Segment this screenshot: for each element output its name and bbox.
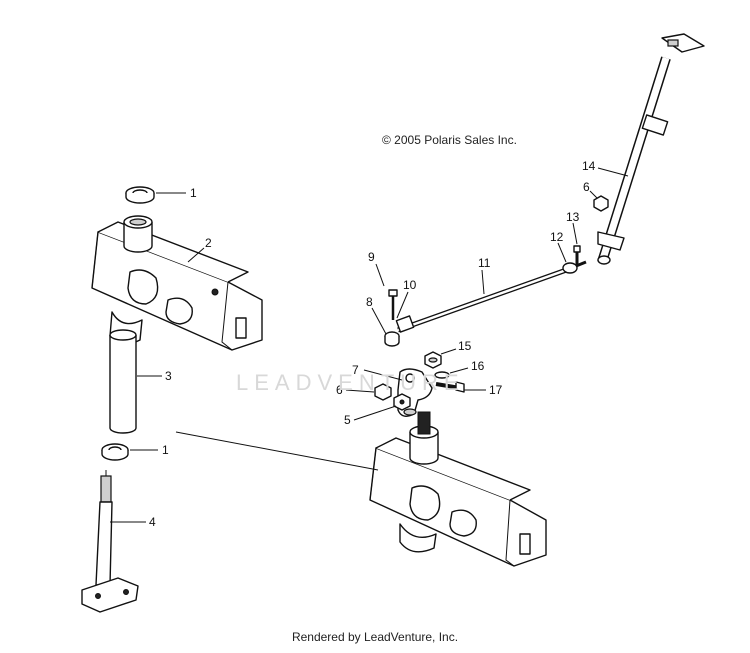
- right-bracket: [369, 411, 547, 567]
- svg-text:9: 9: [368, 250, 375, 264]
- callout-1-bottom: 1: [130, 443, 169, 457]
- callout-17: 17: [464, 383, 503, 397]
- callout-5: 5: [344, 405, 397, 427]
- watermark: LEADVENTURE: [236, 370, 465, 395]
- nut-15: [424, 351, 442, 369]
- washer-16: [434, 371, 450, 379]
- rod-end-12: [562, 260, 587, 274]
- svg-text:10: 10: [403, 278, 417, 292]
- joint-8: [384, 331, 400, 347]
- svg-text:13: 13: [566, 210, 580, 224]
- callout-7: 7: [352, 363, 403, 381]
- nut-6-upper: [593, 195, 609, 212]
- svg-text:16: 16: [471, 359, 485, 373]
- callout-6-lower: 6: [336, 383, 375, 397]
- svg-text:4: 4: [149, 515, 156, 529]
- svg-text:5: 5: [344, 413, 351, 427]
- callout-4: 4: [110, 515, 156, 529]
- steering-shaft: [597, 33, 705, 265]
- callout-10: 10: [396, 278, 417, 319]
- svg-text:15: 15: [458, 339, 472, 353]
- leader-line: [175, 431, 379, 471]
- callout-1-top: 1: [156, 186, 197, 200]
- callout-9: 9: [368, 250, 385, 287]
- bolt-10: [388, 289, 398, 320]
- washer-top: [125, 186, 155, 204]
- svg-text:6: 6: [336, 383, 343, 397]
- footer-text: Rendered by LeadVenture, Inc.: [291, 630, 459, 644]
- callout-3: 3: [137, 369, 172, 383]
- svg-text:11: 11: [478, 256, 491, 270]
- callout-6-upper: 6: [583, 180, 598, 199]
- nut-5: [393, 393, 411, 411]
- callout-15: 15: [440, 339, 472, 355]
- svg-text:2: 2: [205, 236, 212, 250]
- svg-text:17: 17: [489, 383, 503, 397]
- svg-text:7: 7: [352, 363, 359, 377]
- svg-text:1: 1: [190, 186, 197, 200]
- svg-text:12: 12: [550, 230, 564, 244]
- callout-12: 12: [550, 230, 567, 263]
- svg-text:6: 6: [583, 180, 590, 194]
- callout-2: 2: [187, 236, 212, 263]
- nut-6-lower: [374, 383, 392, 401]
- copyright-text: © 2005 Polaris Sales Inc.: [382, 133, 517, 147]
- callout-13: 13: [566, 210, 580, 245]
- bushing-tube: [109, 329, 137, 434]
- spindle: [81, 470, 139, 613]
- callout-8: 8: [366, 295, 387, 335]
- svg-text:8: 8: [366, 295, 373, 309]
- svg-text:14: 14: [582, 159, 596, 173]
- svg-text:1: 1: [162, 443, 169, 457]
- callout-16: 16: [449, 359, 485, 374]
- bolt-17: [435, 381, 465, 393]
- callout-14: 14: [582, 159, 629, 177]
- tie-rod: [395, 265, 573, 333]
- washer-bottom: [101, 443, 129, 461]
- svg-text:3: 3: [165, 369, 172, 383]
- callout-11: 11: [478, 256, 491, 295]
- bolt-13: [573, 245, 581, 266]
- left-bracket: [91, 215, 263, 351]
